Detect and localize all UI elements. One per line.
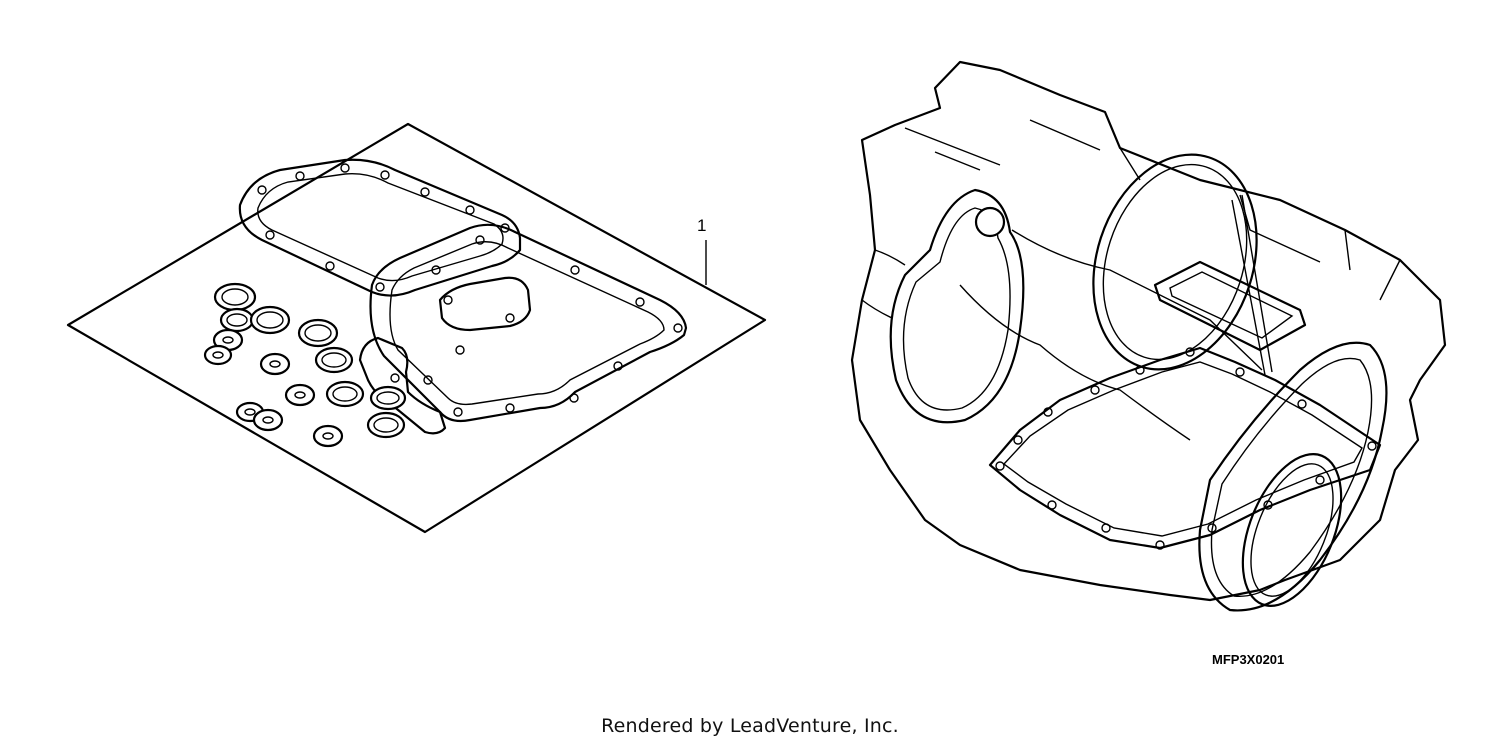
head-cover-gasket [1153, 260, 1307, 352]
clutch-cover-gasket [1198, 341, 1388, 612]
gasket-kit-illustration [66, 122, 767, 534]
callout-label-1: 1 [697, 216, 707, 235]
engine-pan-gasket [988, 346, 1382, 550]
render-credit: Rendered by LeadVenture, Inc. [601, 715, 899, 737]
o-ring-set [203, 282, 407, 448]
engine-crankcase [850, 60, 1447, 602]
side-cover-ring-left [889, 188, 1025, 424]
engine-assembly-illustration [850, 60, 1447, 612]
small-plate-gasket [438, 276, 532, 332]
cover-gasket-upper [238, 158, 522, 297]
gasket-bolt-holes [257, 163, 683, 417]
kit-backing-sheet [66, 122, 767, 534]
diagram-code: MFP3X0201 [1212, 652, 1285, 667]
cylinder-ring-gasket [1092, 153, 1273, 376]
